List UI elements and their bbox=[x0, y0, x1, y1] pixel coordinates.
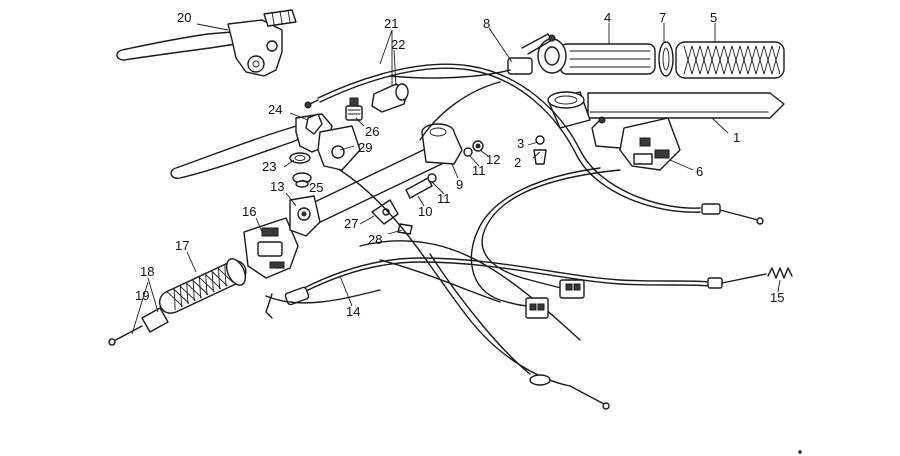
label-9: 9 bbox=[456, 177, 463, 192]
wiring-harness bbox=[359, 167, 621, 341]
handlebar-tube bbox=[587, 92, 785, 119]
label-6: 6 bbox=[696, 164, 703, 179]
label-4: 4 bbox=[604, 10, 611, 25]
bar-end-weight bbox=[108, 307, 169, 346]
left-grip bbox=[158, 258, 247, 314]
adjuster-26 bbox=[345, 97, 363, 121]
master-cylinder-clamp bbox=[421, 123, 463, 165]
part-labels: 1 2 3 4 5 6 7 8 9 10 11 11 12 13 14 15 1… bbox=[135, 10, 784, 319]
choke-holder-13 bbox=[289, 195, 321, 237]
throttle-housing bbox=[507, 33, 556, 75]
label-14: 14 bbox=[346, 304, 360, 319]
wire-left-switch bbox=[265, 289, 381, 319]
label-18: 18 bbox=[140, 264, 154, 279]
cable-lower-loop bbox=[429, 253, 551, 386]
screw-12 bbox=[472, 140, 484, 152]
leader-lines bbox=[131, 23, 781, 335]
bush-23 bbox=[289, 152, 311, 164]
bolt-10 bbox=[405, 177, 433, 199]
cable-adjuster-22 bbox=[371, 83, 409, 113]
label-19: 19 bbox=[135, 288, 149, 303]
label-28: 28 bbox=[368, 232, 382, 247]
cable-clutch-21 bbox=[304, 63, 764, 225]
label-17: 17 bbox=[175, 238, 189, 253]
screw-2-3 bbox=[533, 135, 547, 165]
label-2: 2 bbox=[514, 155, 521, 170]
label-11a: 11 bbox=[437, 191, 451, 206]
label-11b: 11 bbox=[472, 163, 486, 178]
clutch-lever bbox=[116, 9, 297, 77]
switch-clamp bbox=[547, 91, 591, 129]
label-3: 3 bbox=[517, 136, 524, 151]
cable-choke-14 bbox=[284, 257, 767, 306]
throttle-grip bbox=[537, 38, 656, 75]
connector-block-b bbox=[525, 297, 549, 319]
label-12: 12 bbox=[486, 152, 500, 167]
lever-bracket-29 bbox=[317, 125, 361, 171]
label-1: 1 bbox=[733, 130, 740, 145]
nut-25 bbox=[292, 172, 312, 188]
spring-24 bbox=[305, 113, 323, 135]
label-27: 27 bbox=[344, 216, 358, 231]
connector-block-a bbox=[559, 279, 585, 299]
grip-ring bbox=[658, 41, 674, 77]
washer-11 bbox=[463, 147, 473, 157]
left-switch-unit bbox=[243, 217, 299, 279]
cable-throttle bbox=[389, 69, 511, 141]
label-20: 20 bbox=[177, 10, 191, 25]
label-22: 22 bbox=[391, 37, 405, 52]
right-switch-unit bbox=[591, 116, 681, 171]
cable-brake-light bbox=[339, 169, 610, 410]
label-5: 5 bbox=[710, 10, 717, 25]
corner-mark bbox=[798, 450, 802, 454]
label-21: 21 bbox=[384, 16, 398, 31]
spring-15 bbox=[767, 267, 793, 279]
label-15: 15 bbox=[770, 290, 784, 305]
label-13: 13 bbox=[270, 179, 284, 194]
label-29: 29 bbox=[358, 140, 372, 155]
label-8: 8 bbox=[483, 16, 490, 31]
label-24: 24 bbox=[268, 102, 282, 117]
label-25: 25 bbox=[309, 180, 323, 195]
label-16: 16 bbox=[242, 204, 256, 219]
clamp-27 bbox=[371, 199, 399, 225]
label-23: 23 bbox=[262, 159, 276, 174]
label-26: 26 bbox=[365, 124, 379, 139]
label-10: 10 bbox=[418, 204, 432, 219]
washer-11b bbox=[427, 173, 437, 183]
handle-grip-right bbox=[675, 41, 785, 79]
label-7: 7 bbox=[659, 10, 666, 25]
